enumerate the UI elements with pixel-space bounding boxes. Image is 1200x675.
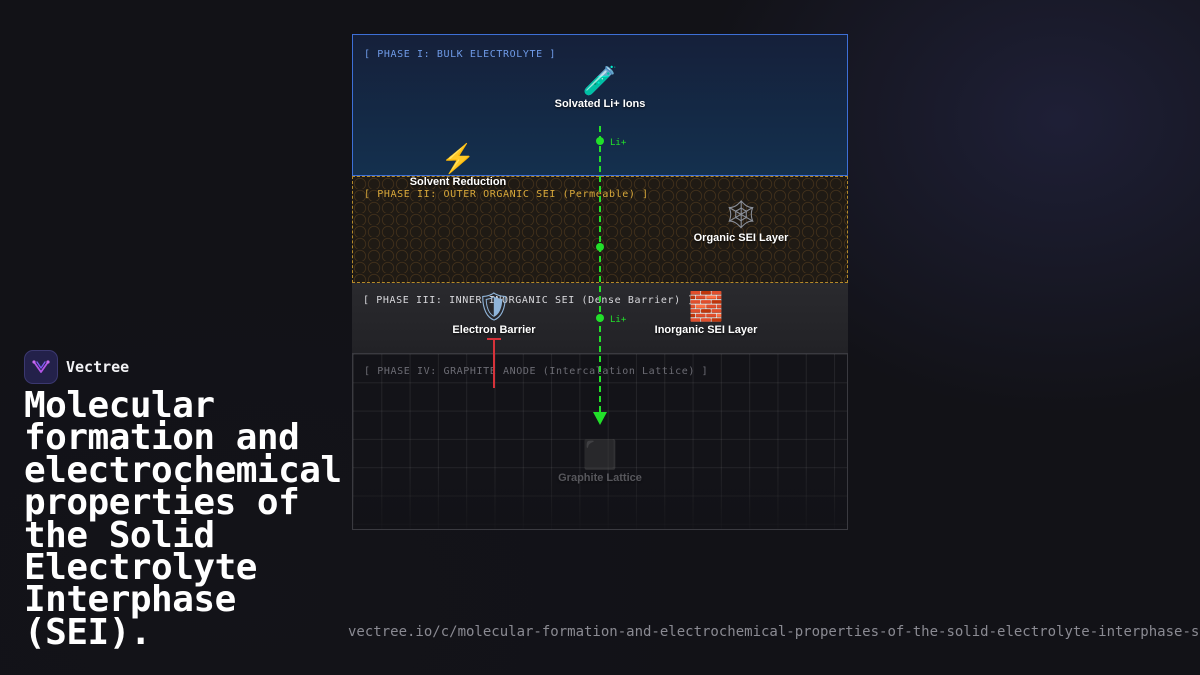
node-inorganic-sei-layer: 🧱 Inorganic SEI Layer xyxy=(655,290,758,336)
node-organic-sei-layer: 🕸 Organic SEI Layer xyxy=(694,198,789,244)
vectree-logo-icon xyxy=(24,350,58,384)
node-label: Inorganic SEI Layer xyxy=(654,324,758,336)
test-tube-icon: 🧪 xyxy=(582,65,618,96)
brick-icon: 🧱 xyxy=(688,291,724,322)
ion-path-overlay: Li+ Li+ xyxy=(487,126,627,425)
ion-dot xyxy=(596,243,604,251)
node-solvent-reduction: ⚡ Solvent Reduction xyxy=(410,142,507,188)
ion-dot xyxy=(596,314,604,322)
sei-diagram: [ PHASE I: BULK ELECTROLYTE ] [ PHASE II… xyxy=(352,34,848,530)
phase-title: [ PHASE I: BULK ELECTROLYTE ] xyxy=(364,49,556,60)
web-icon: 🕸 xyxy=(723,199,759,230)
brand: Vectree xyxy=(24,350,129,384)
node-solvated-li-ions: 🧪 Solvated Li+ Ions xyxy=(555,64,646,110)
node-label: Solvated Li+ Ions xyxy=(554,98,646,110)
source-url: vectree.io/c/molecular-formation-and-ele… xyxy=(348,624,1200,640)
square-icon: ⬛ xyxy=(582,439,618,470)
phase-title: [ PHASE II: OUTER ORGANIC SEI (Permeable… xyxy=(364,189,649,200)
phase-title: [ PHASE IV: GRAPHITE ANODE (Intercalatio… xyxy=(364,366,709,377)
lightning-icon: ⚡ xyxy=(440,143,476,174)
ion-dot xyxy=(596,137,604,145)
page-title: Molecular formation and electrochemical … xyxy=(24,385,342,653)
node-label: Graphite Lattice xyxy=(558,472,642,484)
phase-graphite-anode: [ PHASE IV: GRAPHITE ANODE (Intercalatio… xyxy=(352,353,848,530)
node-label: Organic SEI Layer xyxy=(693,232,789,244)
ion-label: Li+ xyxy=(610,315,627,325)
node-electron-barrier: 🛡 Electron Barrier xyxy=(452,290,535,336)
ion-path-arrowhead xyxy=(593,412,607,425)
node-label: Electron Barrier xyxy=(452,324,536,336)
node-graphite-lattice: ⬛ Graphite Lattice xyxy=(558,438,642,484)
phase-title: [ PHASE III: INNER INORGANIC SEI (Dense … xyxy=(363,295,695,306)
node-label: Solvent Reduction xyxy=(409,176,507,188)
brand-name: Vectree xyxy=(66,358,130,376)
ion-label: Li+ xyxy=(610,138,627,148)
shield-icon: 🛡 xyxy=(476,291,512,322)
phase-bulk-electrolyte: [ PHASE I: BULK ELECTROLYTE ] xyxy=(352,34,848,176)
